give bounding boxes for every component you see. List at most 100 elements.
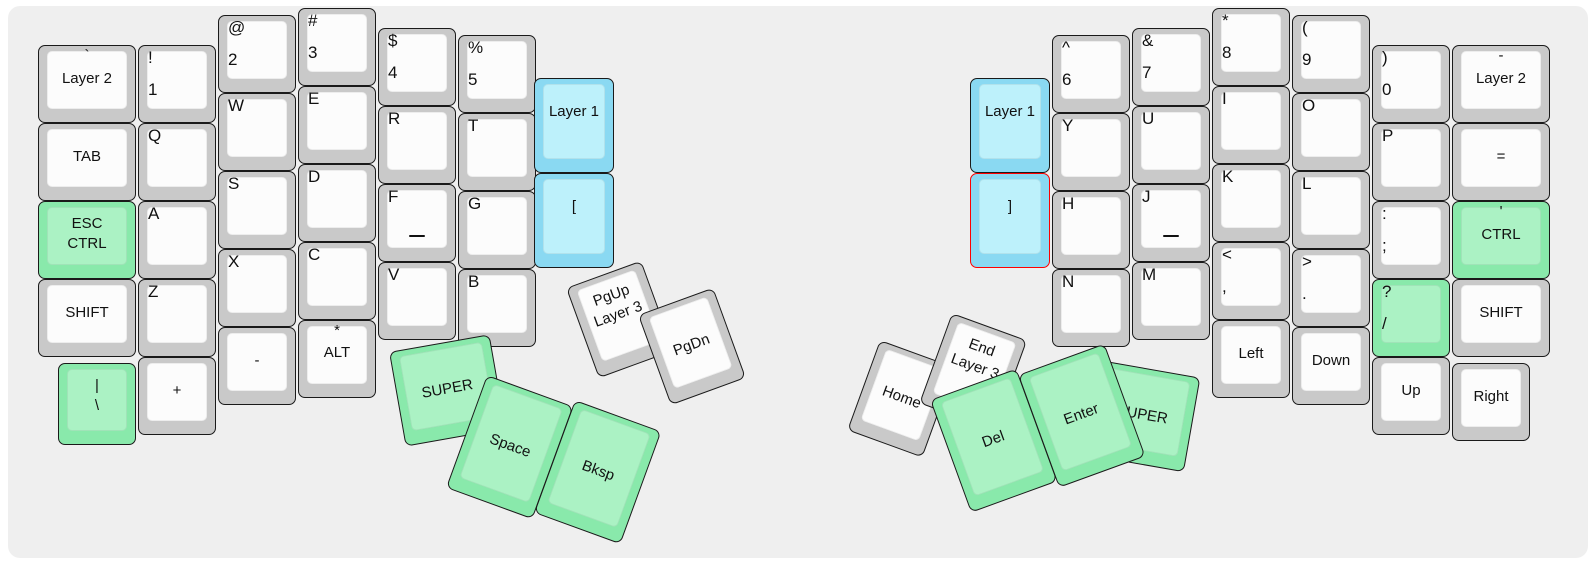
key-n[interactable]: N [1052, 269, 1130, 347]
keycap-surface [307, 170, 367, 228]
key-t[interactable]: T [458, 113, 536, 191]
key-l[interactable]: L [1292, 171, 1370, 249]
key-legend-center: Right [1473, 388, 1509, 405]
key-v[interactable]: V [378, 262, 456, 340]
keycap-surface [1221, 14, 1281, 72]
key-legend-top: H [1062, 194, 1075, 213]
key-legend-top: C [308, 245, 321, 264]
keycap-surface [147, 363, 207, 421]
key-layer1-left[interactable]: Layer 1 [534, 78, 614, 173]
key-m[interactable]: M [1132, 262, 1210, 340]
key-legend-top: ? [1382, 282, 1392, 301]
key-o[interactable]: O [1292, 93, 1370, 171]
key-i[interactable]: I [1212, 86, 1290, 164]
key-alt-asterisk[interactable]: *ALT [298, 320, 376, 398]
keycap-surface [387, 34, 447, 92]
key-d[interactable]: D [298, 164, 376, 242]
keycap-surface [467, 41, 527, 99]
key-y[interactable]: Y [1052, 113, 1130, 191]
key-ctrl-quote[interactable]: 'CTRL [1452, 201, 1550, 279]
key-minus[interactable]: - [218, 327, 296, 405]
key-legend-center: - [254, 352, 260, 369]
key-legend-center: SHIFT [65, 304, 109, 321]
key-shift[interactable]: SHIFT [38, 279, 136, 357]
key-7-amp[interactable]: &7 [1132, 28, 1210, 106]
key-legend-top: T [468, 116, 479, 135]
key-r[interactable]: R [378, 106, 456, 184]
key-legend-center: Layer 1 [548, 103, 600, 120]
key-3-hash[interactable]: #3 [298, 8, 376, 86]
key-j[interactable]: J [1132, 184, 1210, 262]
key-c[interactable]: C [298, 242, 376, 320]
keycap-surface [387, 112, 447, 170]
keycap-surface [543, 179, 605, 254]
key-pipe-backslash[interactable]: |\ [58, 363, 136, 445]
key-a[interactable]: A [138, 201, 216, 279]
key-legend-center: TAB [72, 148, 102, 165]
key-k[interactable]: K [1212, 164, 1290, 242]
key-1-exclaim[interactable]: !1 [138, 45, 216, 123]
key-z[interactable]: Z [138, 279, 216, 357]
key-e[interactable]: E [298, 86, 376, 164]
key-bracket-left[interactable]: [ [534, 173, 614, 268]
key-w[interactable]: W [218, 93, 296, 171]
key-down-arrow[interactable]: Down [1292, 327, 1370, 405]
keycap-surface [467, 119, 527, 177]
key-right-arrow[interactable]: Right [1452, 363, 1530, 441]
key-legend-top: A [148, 204, 160, 223]
key-s[interactable]: S [218, 171, 296, 249]
key-h[interactable]: H [1052, 191, 1130, 269]
key-legend-bottom: / [1382, 314, 1387, 333]
key-g[interactable]: G [458, 191, 536, 269]
key-legend-center: Down [1311, 352, 1351, 369]
key-f[interactable]: F [378, 184, 456, 262]
key-legend-top: ' [1499, 203, 1503, 220]
key-legend-line2: CTRL [67, 235, 107, 252]
key-tab[interactable]: TAB [38, 123, 136, 201]
key-legend-top: V [388, 265, 400, 284]
key-semicolon-colon[interactable]: :; [1372, 201, 1450, 279]
key-q[interactable]: Q [138, 123, 216, 201]
key-bracket-right[interactable]: ] [970, 173, 1050, 268]
key-period-gt[interactable]: >. [1292, 249, 1370, 327]
key-legend-center: Left [1238, 345, 1264, 362]
key-legend-bottom: . [1302, 284, 1307, 303]
key-up-arrow[interactable]: Up [1372, 357, 1450, 435]
key-b[interactable]: B [458, 269, 536, 347]
key-6-caret[interactable]: ^6 [1052, 35, 1130, 113]
key-8-asterisk[interactable]: *8 [1212, 8, 1290, 86]
key-p[interactable]: P [1372, 123, 1450, 201]
key-2-at[interactable]: @2 [218, 15, 296, 93]
key-legend-top: R [388, 109, 401, 128]
keycap-surface [1301, 99, 1361, 157]
key-left-arrow[interactable]: Left [1212, 320, 1290, 398]
keycap-surface [227, 177, 287, 235]
key-legend-top: F [388, 187, 399, 206]
keycap-surface [47, 285, 127, 343]
key-legend-bottom: 1 [148, 80, 158, 99]
key-plus[interactable]: + [138, 357, 216, 435]
key-4-dollar[interactable]: $4 [378, 28, 456, 106]
key-legend-top: Q [148, 126, 162, 145]
key-legend-top: N [1062, 272, 1075, 291]
key-layer1-right[interactable]: Layer 1 [970, 78, 1050, 173]
homing-bump-indicator [409, 235, 425, 237]
keycap-surface [307, 14, 367, 72]
keycap-surface [1461, 207, 1541, 265]
key-9-lparen[interactable]: (9 [1292, 15, 1370, 93]
key-0-rparen[interactable]: )0 [1372, 45, 1450, 123]
keycap-surface [467, 275, 527, 333]
key-5-percent[interactable]: %5 [458, 35, 536, 113]
key-shift-right[interactable]: SHIFT [1452, 279, 1550, 357]
key-layer2-minus[interactable]: -Layer 2 [1452, 45, 1550, 123]
keycap-surface [1381, 285, 1441, 343]
key-layer2-grave[interactable]: `Layer 2 [38, 45, 136, 123]
key-slash-question[interactable]: ?/ [1372, 279, 1450, 357]
key-u[interactable]: U [1132, 106, 1210, 184]
key-equals[interactable]: = [1452, 123, 1550, 201]
key-legend-top: P [1382, 126, 1394, 145]
key-legend-top: O [1302, 96, 1316, 115]
key-comma-lt[interactable]: <, [1212, 242, 1290, 320]
key-x[interactable]: X [218, 249, 296, 327]
